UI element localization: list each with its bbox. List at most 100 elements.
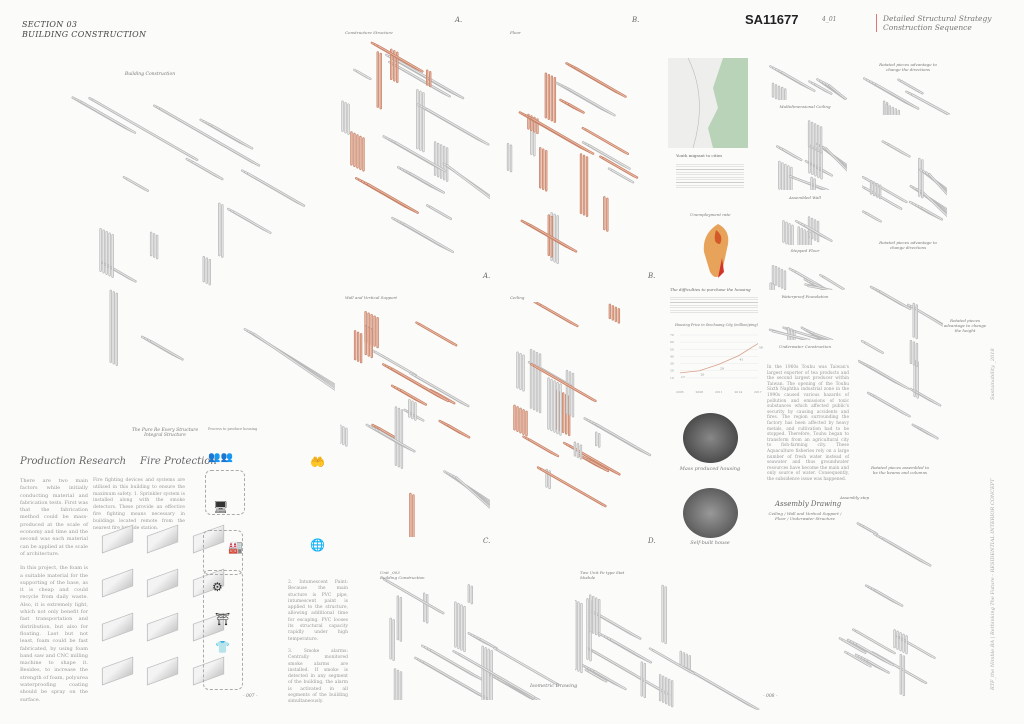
note: Rotated pieces advantage to change the h…	[943, 318, 987, 333]
assembly-title: Assembly Drawing	[775, 500, 842, 508]
exploded-panel-a	[341, 41, 490, 254]
pipe-bundle	[804, 283, 833, 290]
pipe-bundle	[513, 404, 528, 437]
x-tick-label: 2008	[696, 390, 704, 394]
page-number-right: - 008 -	[763, 694, 778, 699]
pipe-bundle	[800, 326, 834, 340]
series-line	[679, 343, 759, 374]
component-ceiling	[769, 65, 847, 100]
pipe-bundle	[893, 629, 908, 655]
pipe-bundle	[415, 321, 458, 347]
panel-label: D.	[648, 537, 656, 545]
pipe-bundle	[522, 435, 560, 458]
pipe-bundle	[581, 663, 627, 691]
pipe-bundle	[426, 69, 432, 88]
pipe-bundle	[218, 202, 224, 258]
pipe-bundle	[506, 143, 513, 173]
data-label: 17	[681, 375, 685, 379]
pipe-bundle	[393, 668, 403, 700]
pipe-bundle	[885, 103, 901, 115]
pipe-bundle	[579, 153, 589, 218]
pipe-bundle	[544, 72, 557, 123]
panel-title: Floor	[510, 30, 521, 35]
isometric-drawing-2	[575, 584, 760, 710]
pipe-bundle	[433, 141, 449, 182]
pipe-bundle	[371, 423, 397, 439]
component-foundation	[769, 265, 845, 290]
top-label-b: B.	[632, 16, 640, 24]
pipe-bundle	[202, 255, 211, 286]
pipe-bundle	[565, 62, 627, 98]
pipe-bundle	[586, 646, 671, 696]
section-title: BUILDING CONSTRUCTION	[22, 30, 147, 39]
pipe-bundle	[149, 231, 159, 260]
x-tick-label: 2005	[676, 390, 684, 394]
y-tick-label: 10	[670, 376, 674, 380]
mass-housing-caption: Mass produced housing	[679, 466, 741, 472]
pipe-bundle	[864, 584, 904, 607]
pipe-bundle	[153, 104, 261, 167]
pipe-bundle	[648, 647, 695, 675]
pipe-bundle	[365, 423, 416, 453]
shirt-icon: 👕	[215, 640, 230, 654]
pipe-bundle	[409, 492, 415, 537]
map-text	[676, 162, 744, 190]
pipe-bundle	[909, 339, 919, 368]
material-sample	[147, 656, 179, 686]
pipe-bundle	[869, 179, 882, 200]
component-wall	[775, 120, 847, 190]
project-code: SA11677	[745, 12, 799, 27]
pipe-bundle	[905, 90, 950, 115]
pipe-bundle	[520, 219, 578, 253]
pipe-bundle	[340, 424, 348, 447]
pipe-bundle	[881, 140, 911, 158]
pipe-bundle	[919, 168, 947, 196]
isometric-drawing-1	[382, 578, 560, 700]
difficulty-title: The difficulties to purchase the housing	[670, 287, 751, 292]
production-text: There are two main factors while initial…	[20, 478, 88, 704]
production-research-heading: Production Research	[20, 456, 127, 467]
difficulty-text	[670, 295, 758, 315]
pipe-bundle	[573, 441, 583, 460]
section-number: SECTION 03	[22, 20, 78, 29]
panel-title: Wall and Vertical Support	[345, 295, 397, 300]
pipe-bundle	[438, 419, 471, 439]
pipe-bundle	[860, 339, 884, 354]
pipe-bundle	[376, 51, 382, 110]
taiwan-map-caption: Unemployment rate	[690, 212, 731, 217]
pipe-bundle	[353, 330, 363, 364]
exploded-panel-d	[513, 302, 652, 508]
y-tick-label: 30	[670, 362, 674, 366]
panel-title: Ceiling	[510, 295, 525, 300]
exploded-panel-c	[340, 310, 490, 537]
pipe-bundle	[555, 81, 616, 117]
pipe-bundle	[863, 77, 920, 110]
process-title: Process to produce housing	[208, 427, 258, 431]
y-tick-label: 50	[670, 347, 674, 351]
structure-icon: ⛩	[215, 612, 231, 626]
process-step-box	[205, 470, 245, 515]
pipe-bundle	[683, 666, 760, 710]
paragraph: 3. Smoke alarms: Centrally monitored smo…	[288, 648, 348, 705]
pipe-bundle	[608, 303, 621, 324]
pipe-bundle	[575, 599, 583, 674]
pipe-bundle	[364, 325, 373, 359]
component-underwater	[768, 326, 834, 340]
pipe-bundle	[679, 650, 691, 670]
pipe-bundle	[416, 103, 490, 146]
pipe-bundle	[370, 41, 424, 73]
fire-protection-heading: Fire Protection	[140, 456, 217, 467]
pipe-bundle	[426, 204, 453, 221]
pipe-bundle	[852, 628, 896, 655]
pipe-bundle	[595, 431, 601, 448]
rotated-pieces-3	[858, 285, 943, 440]
pipe-bundle	[771, 265, 787, 290]
globe-icon: 🌐	[310, 538, 325, 552]
pipe-bundle	[353, 68, 372, 81]
component-label: Underwater Construction	[778, 344, 832, 349]
chart-title: Housing Price in Sinchuang City (million…	[675, 323, 758, 327]
pipe-bundle	[382, 363, 450, 403]
pipe-bundle	[819, 273, 845, 290]
